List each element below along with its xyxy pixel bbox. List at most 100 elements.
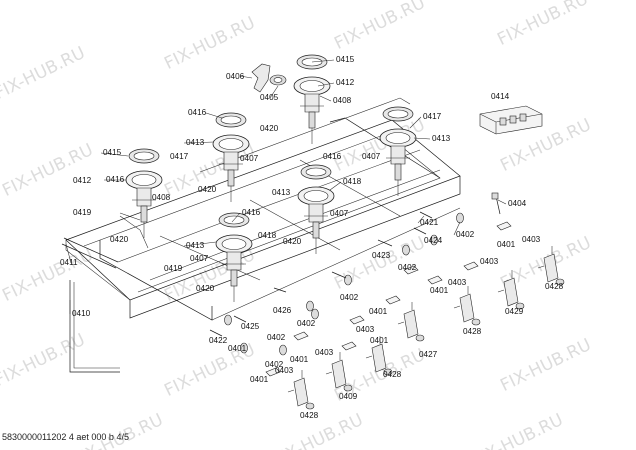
clip-bracket (463, 261, 479, 271)
callout-label: 0428 (300, 411, 319, 420)
callout-label: 0403 (315, 348, 334, 357)
callout-label: 0415 (103, 148, 122, 157)
leader-line (65, 243, 72, 264)
callout-label: 0412 (73, 176, 92, 185)
burner-assembly (212, 112, 250, 202)
burner-assembly (293, 54, 331, 144)
burner-cup (226, 251, 242, 271)
watermark-text: FIX-HUB.RU (69, 410, 166, 450)
valve-nozzle (453, 305, 461, 309)
callout-label: 0418 (343, 177, 362, 186)
leader-line (183, 141, 215, 144)
callout-label: 0401 (497, 240, 516, 249)
gas-valve (325, 352, 353, 392)
callout-label: 0401 (369, 307, 388, 316)
clip-bracket (496, 221, 512, 231)
callout-label: 0416 (242, 208, 261, 217)
valve-knob-seat (471, 318, 481, 326)
burner-ring-inner (385, 132, 411, 144)
callout-label: 0401 (430, 286, 449, 295)
callout-label: 0426 (273, 306, 292, 315)
callout-label: 0416 (323, 152, 342, 161)
burner-cap-inner (387, 109, 409, 119)
watermark-text: FIX-HUB.RU (0, 43, 88, 104)
leader-line (119, 212, 141, 221)
callout-label: 0420 (196, 284, 215, 293)
callout-label: 0428 (545, 282, 564, 291)
callout-label: 0402 (297, 319, 316, 328)
callout-label: 0418 (258, 231, 277, 240)
clip-bracket (385, 295, 401, 305)
injector (394, 163, 402, 181)
callout-label: 0419 (73, 208, 92, 217)
callout-label: 0401 (370, 336, 389, 345)
callout-label: 0409 (339, 392, 358, 401)
callout-label: 0408 (333, 96, 352, 105)
callout-label: 0423 (372, 251, 391, 260)
drawing-reference: 5830000011202 4 aet 000 b 4/5 (2, 432, 129, 442)
callout-label: 0415 (336, 55, 355, 64)
gas-tube-fitting (413, 227, 427, 235)
burner-assembly (125, 148, 163, 238)
o-ring-seal (306, 300, 314, 312)
callout-label: 0404 (508, 199, 527, 208)
gas-tube-fitting (209, 329, 223, 337)
valve-body (503, 277, 519, 307)
valve-knob-seat (305, 402, 315, 410)
burner-assembly (379, 106, 417, 196)
valve-nozzle (497, 289, 505, 293)
callout-label: 0420 (260, 124, 279, 133)
burner-cap-inner (220, 115, 242, 125)
o-ring-seal (224, 314, 232, 326)
gas-valve (537, 246, 565, 286)
valve-knob-seat (555, 278, 565, 286)
callout-label: 0407 (362, 152, 381, 161)
watermark-text: FIX-HUB.RU (161, 13, 258, 74)
leader-line (269, 85, 279, 99)
gas-valve (287, 370, 315, 410)
callout-label: 0407 (240, 154, 259, 163)
callout-label: 0421 (420, 218, 439, 227)
callout-label: 0403 (448, 278, 467, 287)
callout-label: 0402 (267, 333, 286, 342)
o-ring-seal (311, 308, 319, 320)
o-ring-seal (456, 212, 464, 224)
burner-ring-inner (131, 174, 157, 186)
thermocouple-head (491, 192, 499, 200)
callout-label: 0407 (190, 254, 209, 263)
gas-tube-fitting (419, 211, 433, 219)
leader-line (317, 82, 335, 87)
leader-line (100, 152, 129, 157)
burner-cup (390, 145, 406, 165)
leader-line (183, 241, 217, 247)
leader-lines (65, 59, 507, 314)
burner-cup (136, 187, 152, 207)
leader-line (329, 181, 342, 191)
callout-label: 0424 (424, 236, 443, 245)
watermark-text: FIX-HUB.RU (469, 410, 566, 450)
leader-line (453, 221, 461, 236)
burner-cap-inner (133, 151, 155, 161)
callout-label: 0401 (290, 355, 309, 364)
callout-label: 0402 (265, 360, 284, 369)
injector (140, 205, 148, 223)
callout-label: 0413 (272, 188, 291, 197)
injector (308, 111, 316, 129)
callout-label: 0406 (226, 72, 245, 81)
leader-line (231, 212, 241, 223)
igniter-module (479, 105, 543, 135)
parts-layer (209, 192, 565, 410)
valve-knob-seat (343, 384, 353, 392)
valve-body (293, 377, 309, 407)
burner-cup (304, 93, 320, 113)
valve-nozzle (287, 389, 295, 393)
callout-label: 0428 (463, 327, 482, 336)
callout-label: 0413 (186, 241, 205, 250)
callout-label: 0420 (283, 237, 302, 246)
burner-cup (308, 203, 324, 223)
gas-valve (397, 302, 425, 342)
watermark-text: FIX-HUB.RU (0, 140, 96, 201)
clip-bracket (341, 341, 357, 351)
callout-label: 0405 (260, 93, 279, 102)
